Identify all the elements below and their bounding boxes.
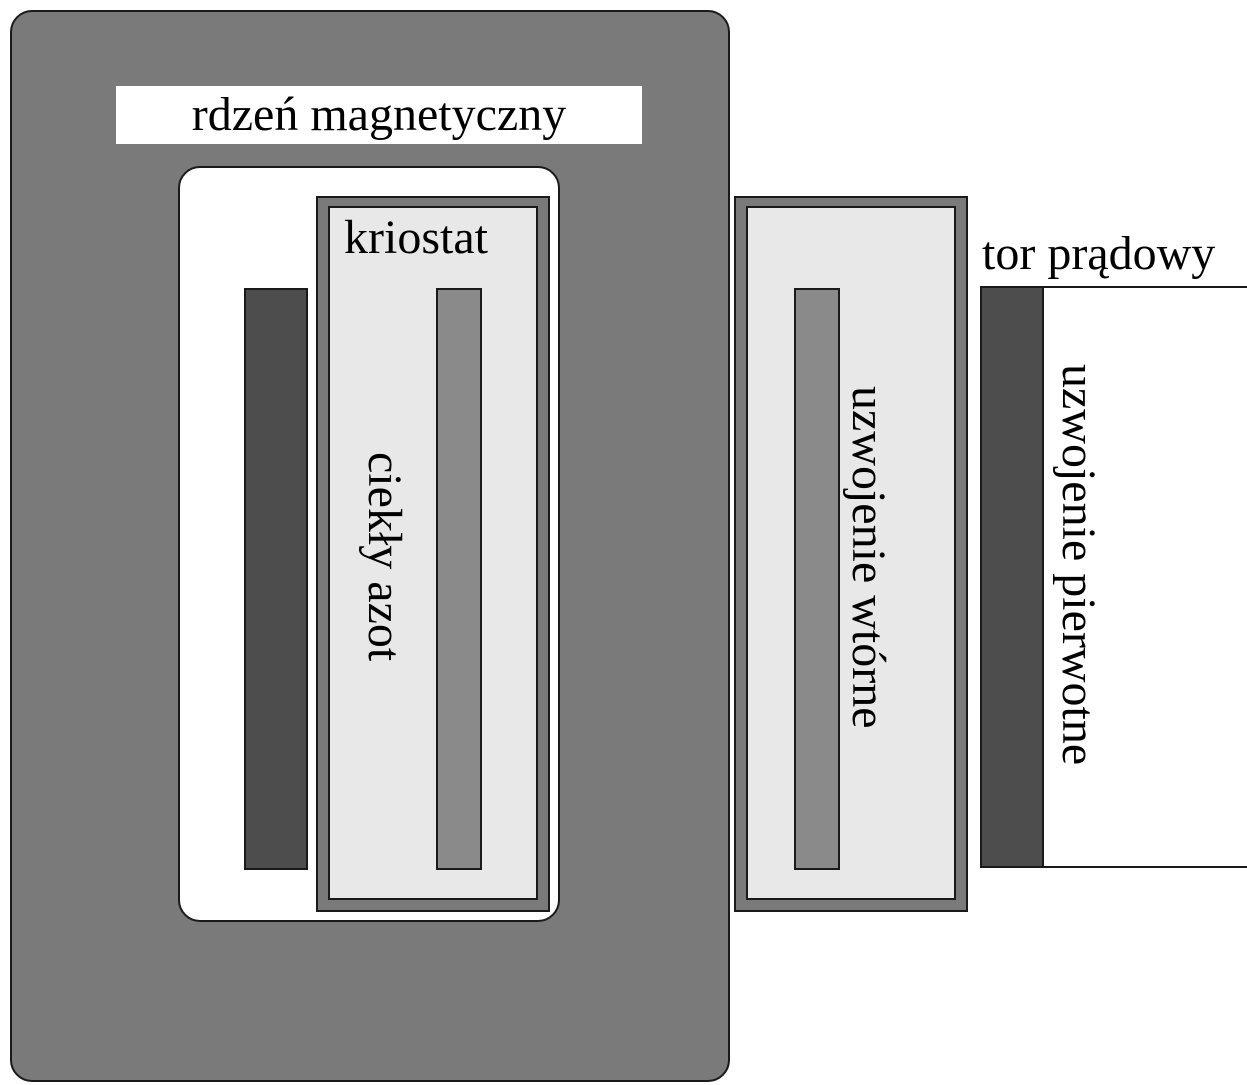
secondary-cryostat-outer-wall <box>734 196 968 912</box>
core-label: rdzeń magnetyczny <box>191 88 567 141</box>
cryostat-label: kriostat <box>344 211 488 264</box>
liquid-nitrogen-label: ciekły azot <box>358 452 411 662</box>
inner-primary-winding-bar <box>244 288 308 870</box>
cryostat-winding-bar <box>436 288 482 870</box>
secondary-winding-label: uzwojenie wtórne <box>842 386 895 729</box>
cryostat-interior <box>328 206 538 900</box>
secondary-cryostat-interior <box>746 206 956 900</box>
cryostat-outer-wall <box>316 196 550 912</box>
current-path-label: tor prądowy <box>982 227 1216 280</box>
primary-winding-bar <box>980 286 1044 868</box>
primary-winding-label: uzwojenie pierwotne <box>1052 364 1105 766</box>
secondary-winding-bar <box>794 288 840 870</box>
core-label-box: rdzeń magnetyczny <box>116 86 642 144</box>
